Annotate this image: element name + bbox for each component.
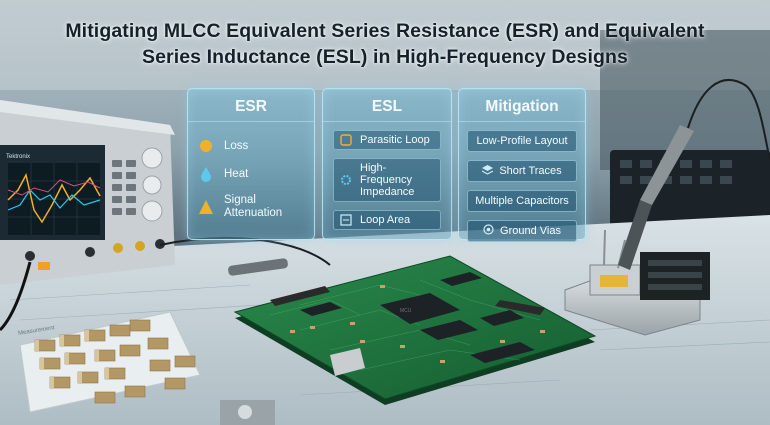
layers-icon: [482, 164, 494, 178]
mitigation-panel-title: Mitigation: [459, 97, 585, 122]
esr-item-heat-label: Heat: [224, 167, 249, 180]
mitigation-item-low-profile-layout-label: Low-Profile Layout: [476, 135, 568, 147]
mitigation-panel: Mitigation Low-Profile Layout Short Trac…: [458, 88, 586, 242]
esl-panel: ESL Parasitic Loop High-Frequency Impeda…: [322, 88, 452, 240]
svg-text:MCU: MCU: [400, 308, 412, 314]
mitigation-item-ground-vias: Ground Vias: [467, 220, 577, 242]
drop-icon: [198, 166, 214, 182]
mitigation-item-short-traces: Short Traces: [467, 160, 577, 182]
circle-dot-icon: [198, 138, 214, 154]
gear-icon: [340, 174, 352, 186]
mitigation-item-short-traces-label: Short Traces: [499, 165, 562, 177]
esr-item-loss-label: Loss: [224, 139, 249, 152]
esr-item-heat: Heat: [198, 166, 304, 182]
loop-icon: [340, 134, 352, 146]
mitigation-item-ground-vias-label: Ground Vias: [500, 225, 561, 237]
mitigation-item-low-profile-layout: Low-Profile Layout: [467, 130, 577, 152]
esl-panel-title: ESL: [323, 97, 451, 122]
title-line-1: Mitigating MLCC Equivalent Series Resist…: [65, 20, 705, 42]
esr-panel: ESR Loss Heat Signal Attenuation: [187, 88, 315, 240]
esl-item-parasitic-loop: Parasitic Loop: [333, 130, 441, 150]
esl-item-high-frequency-impedance: High-Frequency Impedance: [333, 158, 441, 202]
esl-item-high-frequency-impedance-label: High-Frequency Impedance: [360, 162, 415, 198]
mitigation-item-multiple-capacitors-label: Multiple Capacitors: [475, 195, 569, 207]
triangle-icon: [198, 199, 214, 215]
esr-item-loss: Loss: [198, 138, 304, 154]
esr-item-signal-attenuation-label: Signal Attenuation: [224, 194, 283, 219]
page-title: Mitigating MLCC Equivalent Series Resist…: [40, 18, 730, 70]
esl-item-loop-area-label: Loop Area: [360, 214, 411, 226]
esr-panel-title: ESR: [188, 97, 314, 122]
esl-item-parasitic-loop-label: Parasitic Loop: [360, 134, 430, 146]
mitigation-item-multiple-capacitors: Multiple Capacitors: [467, 190, 577, 212]
esl-item-loop-area: Loop Area: [333, 210, 441, 230]
svg-text:Tektronix: Tektronix: [6, 154, 30, 160]
square-icon: [340, 214, 352, 226]
esr-item-signal-attenuation: Signal Attenuation: [198, 194, 304, 220]
via-icon: [483, 224, 494, 238]
title-line-2: Series Inductance (ESL) in High-Frequenc…: [141, 46, 628, 68]
